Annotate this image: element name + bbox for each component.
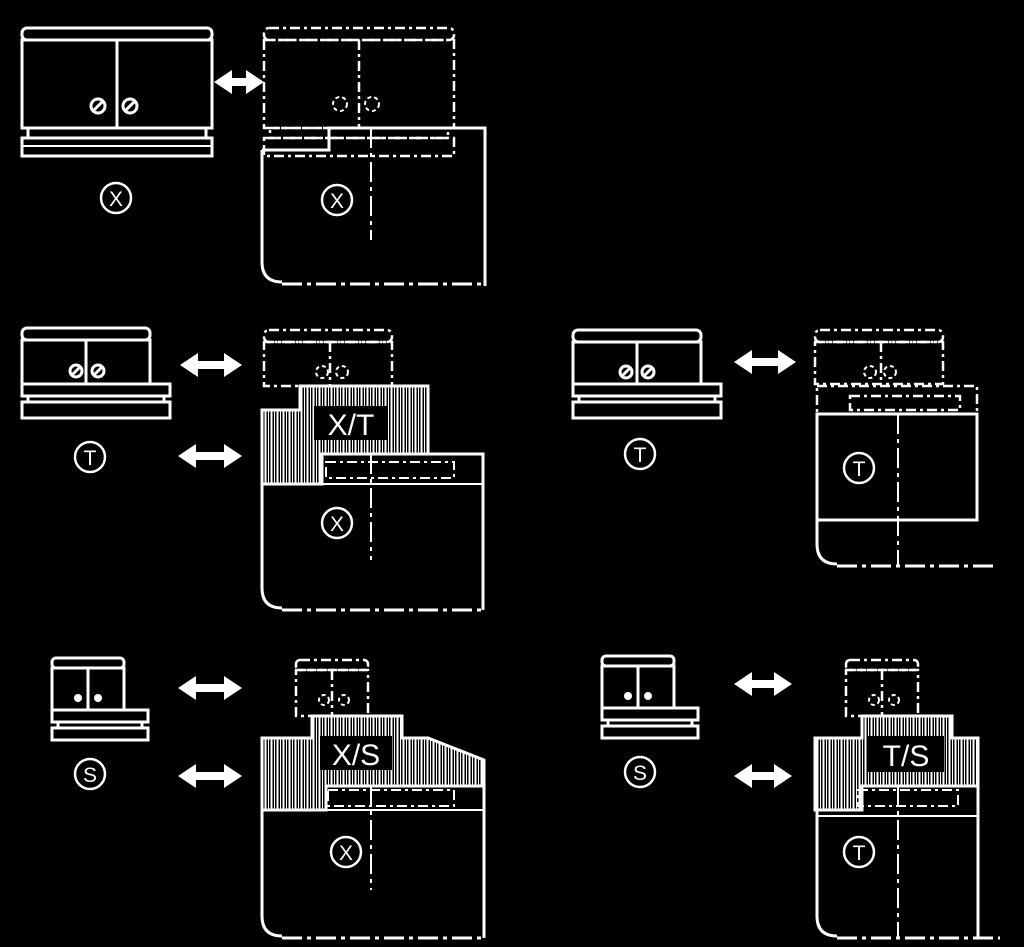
base-letter: X <box>339 842 353 865</box>
double-arrow-icon <box>178 676 242 700</box>
t-module-ghost <box>813 328 979 416</box>
module-letter-t-circle: T <box>623 437 657 471</box>
double-arrow-icon <box>734 350 796 374</box>
module-letter-x-circle: X <box>99 181 133 215</box>
base-letter-x-circle: X <box>320 506 354 540</box>
x-base <box>260 452 485 612</box>
x-base <box>260 786 486 940</box>
double-arrow-icon <box>180 353 242 377</box>
screw-icon <box>883 365 897 379</box>
s-module-ghost <box>294 658 370 718</box>
panel-x-s: S X/S X <box>50 656 486 940</box>
adapter-label: T/S <box>883 740 930 773</box>
base-letter-t-circle: T <box>842 451 876 485</box>
rail-detail <box>325 461 455 479</box>
module-letter: S <box>633 762 647 785</box>
screw-icon <box>863 365 877 379</box>
t-base <box>815 412 994 568</box>
panel-x: X X <box>20 26 487 286</box>
screw-icon <box>624 692 632 700</box>
adapter-label-box <box>314 406 388 440</box>
t-base <box>815 786 1000 940</box>
screw-icon <box>364 96 380 112</box>
screw-icon <box>90 363 106 379</box>
screw-icon <box>68 363 84 379</box>
screw-icon <box>888 694 900 706</box>
double-arrow-icon <box>214 70 264 94</box>
double-arrow-icon <box>178 764 242 788</box>
x-module <box>20 26 214 158</box>
base-letter: X <box>330 190 344 213</box>
x-base <box>260 126 487 286</box>
panel-x-t: T X/T X <box>20 326 485 612</box>
panel-t: T T <box>571 328 994 568</box>
t-module-ghost <box>262 328 394 388</box>
screw-icon <box>318 694 330 706</box>
screw-icon <box>618 364 634 380</box>
screw-icon <box>121 97 139 115</box>
double-arrow-icon <box>734 672 792 696</box>
adapter-label-box <box>320 736 392 770</box>
base-letter: T <box>853 458 866 481</box>
s-module <box>600 654 700 740</box>
module-letter: T <box>634 444 647 467</box>
double-arrow-icon <box>734 764 792 788</box>
screw-icon <box>332 96 348 112</box>
module-letter-t-circle: T <box>73 440 107 474</box>
base-letter-t-circle: T <box>842 835 876 869</box>
module-letter-s-circle: S <box>73 757 107 791</box>
screw-icon <box>315 365 329 379</box>
screw-icon <box>74 694 82 702</box>
base-letter-x-circle: X <box>320 183 354 217</box>
base-letter-x-circle: X <box>329 835 363 869</box>
screw-icon <box>94 694 102 702</box>
module-letter: S <box>83 764 97 787</box>
module-letter-s-circle: S <box>623 755 657 789</box>
screw-icon <box>868 694 880 706</box>
screw-icon <box>89 97 107 115</box>
base-letter: X <box>330 513 344 536</box>
t-module <box>20 326 172 420</box>
t-module <box>571 328 723 420</box>
screw-icon <box>338 694 350 706</box>
base-letter: T <box>853 842 866 865</box>
screw-icon <box>335 365 349 379</box>
panel-t-s: S T/S T <box>600 654 1000 940</box>
screw-icon <box>640 364 656 380</box>
module-letter: X <box>109 188 123 211</box>
double-arrow-icon <box>178 444 242 468</box>
adapter-label: X/T <box>328 409 375 442</box>
rail-detail <box>857 789 959 807</box>
rail-detail <box>327 789 455 807</box>
module-letter: T <box>84 447 97 470</box>
s-module-ghost <box>844 658 920 718</box>
s-module <box>50 656 150 742</box>
screw-icon <box>644 692 652 700</box>
adapter-label-box <box>868 736 944 772</box>
adapter-label: X/S <box>332 739 380 772</box>
x-module-ghost <box>262 26 456 158</box>
